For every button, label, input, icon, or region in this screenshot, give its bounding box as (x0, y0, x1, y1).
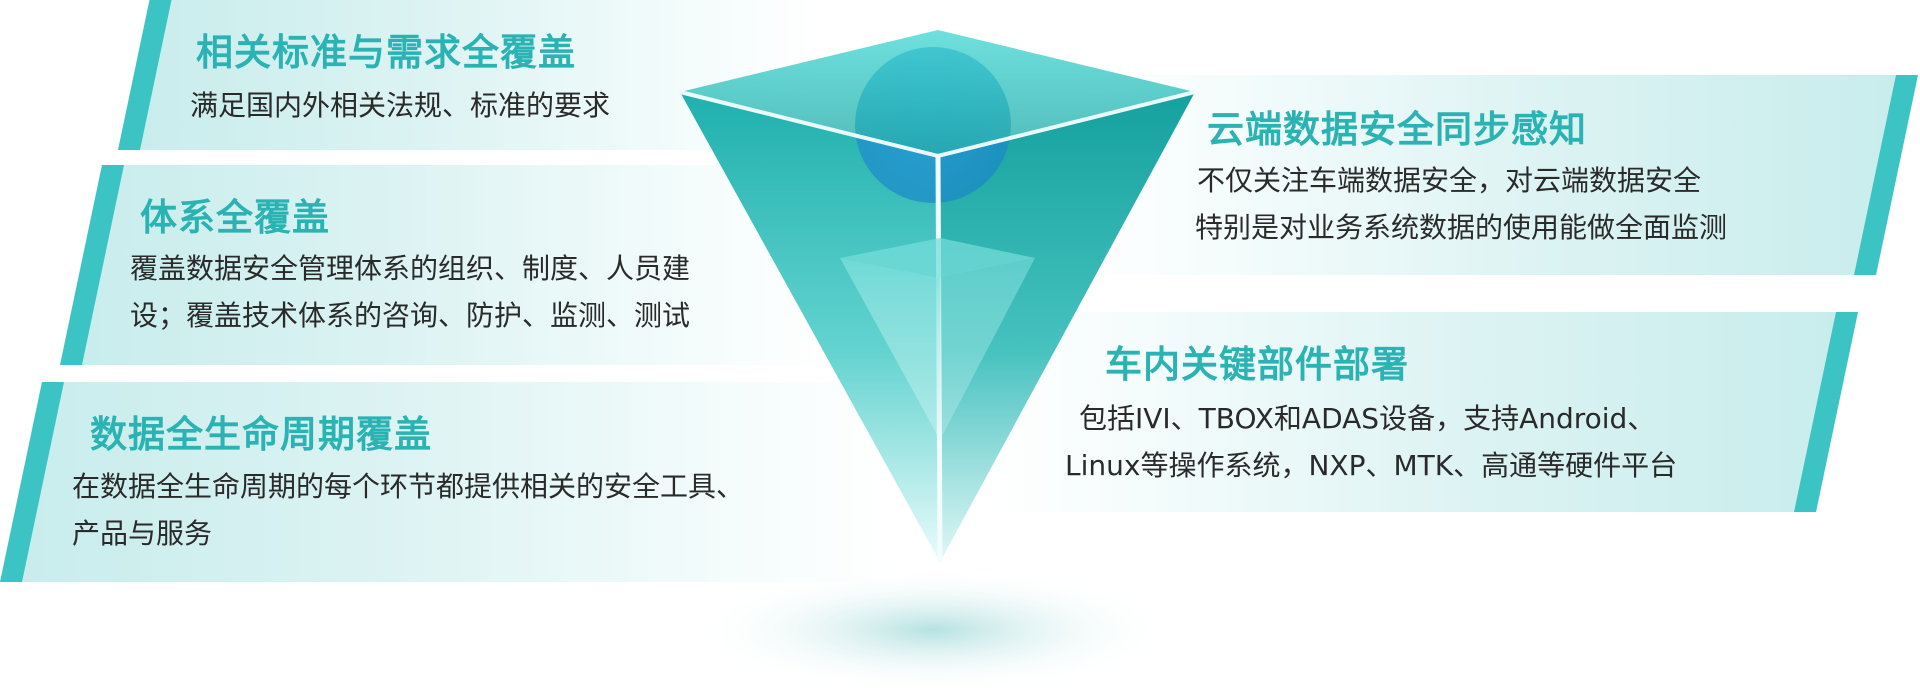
card-title-cloud: 云端数据安全同步感知 (1207, 108, 1587, 151)
card-title-lifecycle: 数据全生命周期覆盖 (90, 413, 432, 456)
inner-pyramid-left-face (840, 258, 940, 440)
card-desc-line: 在数据全生命周期的每个环节都提供相关的安全工具、 (72, 470, 745, 503)
card-desc-lifecycle: 在数据全生命周期的每个环节都提供相关的安全工具、 产品与服务 (72, 463, 744, 557)
pyramid-right-face (938, 92, 1195, 562)
card-cloud-sync (1080, 75, 1918, 275)
card-desc-line: 不仅关注车端数据安全，对云端数据安全 (1197, 164, 1702, 197)
card-vehicle-components (990, 312, 1858, 512)
pyramid-shadow (693, 568, 1173, 692)
card-title-standards: 相关标准与需求全覆盖 (196, 31, 576, 74)
card-standards-coverage (118, 0, 818, 150)
card-title-system: 体系全覆盖 (140, 196, 330, 239)
card-lifecycle-coverage (0, 382, 890, 582)
card-desc-line: 满足国内外相关法规、标准的要求 (190, 89, 611, 122)
card-desc-vehicle: 包括IVI、TBOX和ADAS设备，支持Android、 Linux等操作系统，… (1065, 395, 1677, 489)
card-desc-line: 包括IVI、TBOX和ADAS设备，支持Android、 (1079, 402, 1656, 435)
card-title-vehicle: 车内关键部件部署 (1105, 343, 1409, 386)
pyramid-top-face (680, 30, 1195, 156)
card-desc-line: 产品与服务 (72, 517, 213, 550)
card-desc-line: 设；覆盖技术体系的咨询、防护、监测、测试 (130, 299, 691, 332)
inner-pyramid-right-face (940, 258, 1035, 440)
card-desc-standards: 满足国内外相关法规、标准的要求 (190, 82, 610, 129)
card-desc-system: 覆盖数据安全管理体系的组织、制度、人员建 设；覆盖技术体系的咨询、防护、监测、测… (130, 245, 690, 339)
pyramid-left-face (680, 92, 940, 562)
card-desc-line: 特别是对业务系统数据的使用能做全面监测 (1195, 211, 1728, 244)
card-desc-line: Linux等操作系统，NXP、MTK、高通等硬件平台 (1065, 449, 1678, 482)
card-desc-cloud: 不仅关注车端数据安全，对云端数据安全 特别是对业务系统数据的使用能做全面监测 (1195, 157, 1727, 251)
pyramid-graphic (679, 30, 1196, 692)
inner-pyramid-top-face (840, 238, 1035, 278)
card-system-coverage (60, 165, 830, 365)
card-desc-line: 覆盖数据安全管理体系的组织、制度、人员建 (130, 252, 691, 285)
